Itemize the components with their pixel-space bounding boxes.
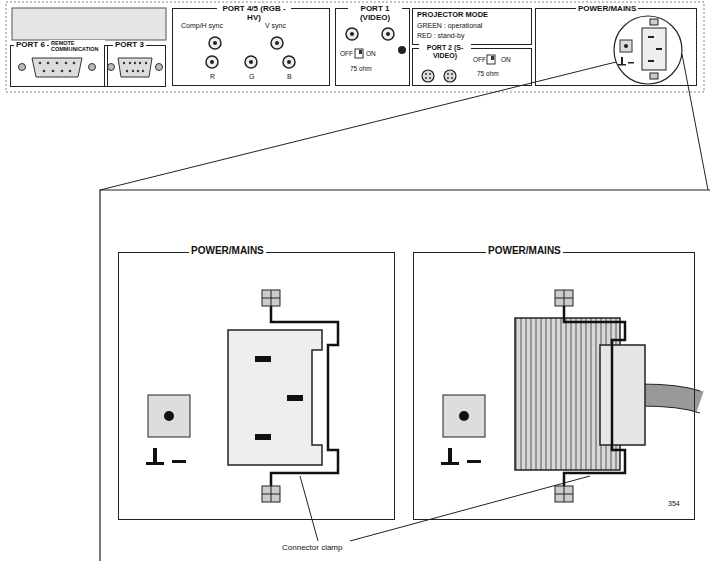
port-title: PORT 2 (S-VIDEO) [419, 44, 471, 59]
port-panel: POWER/MAINS [413, 252, 695, 520]
port-title: POWER/MAINS [189, 245, 266, 256]
port-panel: PORT 1 (VIDEO) OFF ON 75 ohm [335, 8, 410, 86]
port-label: REMOTE COMMUNICATION [49, 40, 105, 52]
port-title: PORT 1 (VIDEO) [348, 5, 402, 23]
port-label: 75 ohm [350, 65, 372, 72]
port-panel: PROJECTOR MODE GREEN : operationalRED : s… [412, 8, 532, 45]
part-label: Connector clamp [282, 544, 342, 553]
port-title: POWER/MAINS [486, 245, 563, 256]
port-label: B [287, 73, 292, 81]
port-label: OFF [473, 56, 486, 63]
port-panel: PORT 2 (S-VIDEO)OFFON75 ohm [412, 48, 532, 86]
port-title: PORT 3 [113, 41, 146, 50]
port-label: Comp/H sync [181, 22, 223, 30]
port-label: OFF [340, 50, 353, 57]
figure-number: 354 [668, 500, 680, 508]
port-panel: PORT 6REMOTE COMMUNICATION [10, 45, 108, 87]
port-label: 75 ohm [477, 70, 499, 77]
port-label: ON [501, 56, 511, 63]
port-panel: POWER/MAINS [118, 252, 395, 520]
port-label: GREEN : operational [417, 22, 482, 30]
port-label: V sync [265, 22, 286, 30]
port-panel: PORT 4/5 (RGB - HV)Comp/H sync V syncR G B [172, 8, 330, 86]
port-label: G [249, 73, 254, 81]
port-title: PORT 4/5 (RGB - HV) [217, 5, 291, 23]
port-title: PROJECTOR MODE [417, 11, 488, 19]
port-panel: PORT 3 [104, 45, 166, 87]
port-label: ON [366, 50, 376, 57]
port-title: POWER/MAINS [576, 5, 638, 14]
port-label: RED : stand-by [417, 32, 464, 40]
port-title: PORT 6 [14, 41, 47, 50]
port-label: R [210, 73, 215, 81]
port-panel: POWER/MAINS [535, 8, 697, 86]
